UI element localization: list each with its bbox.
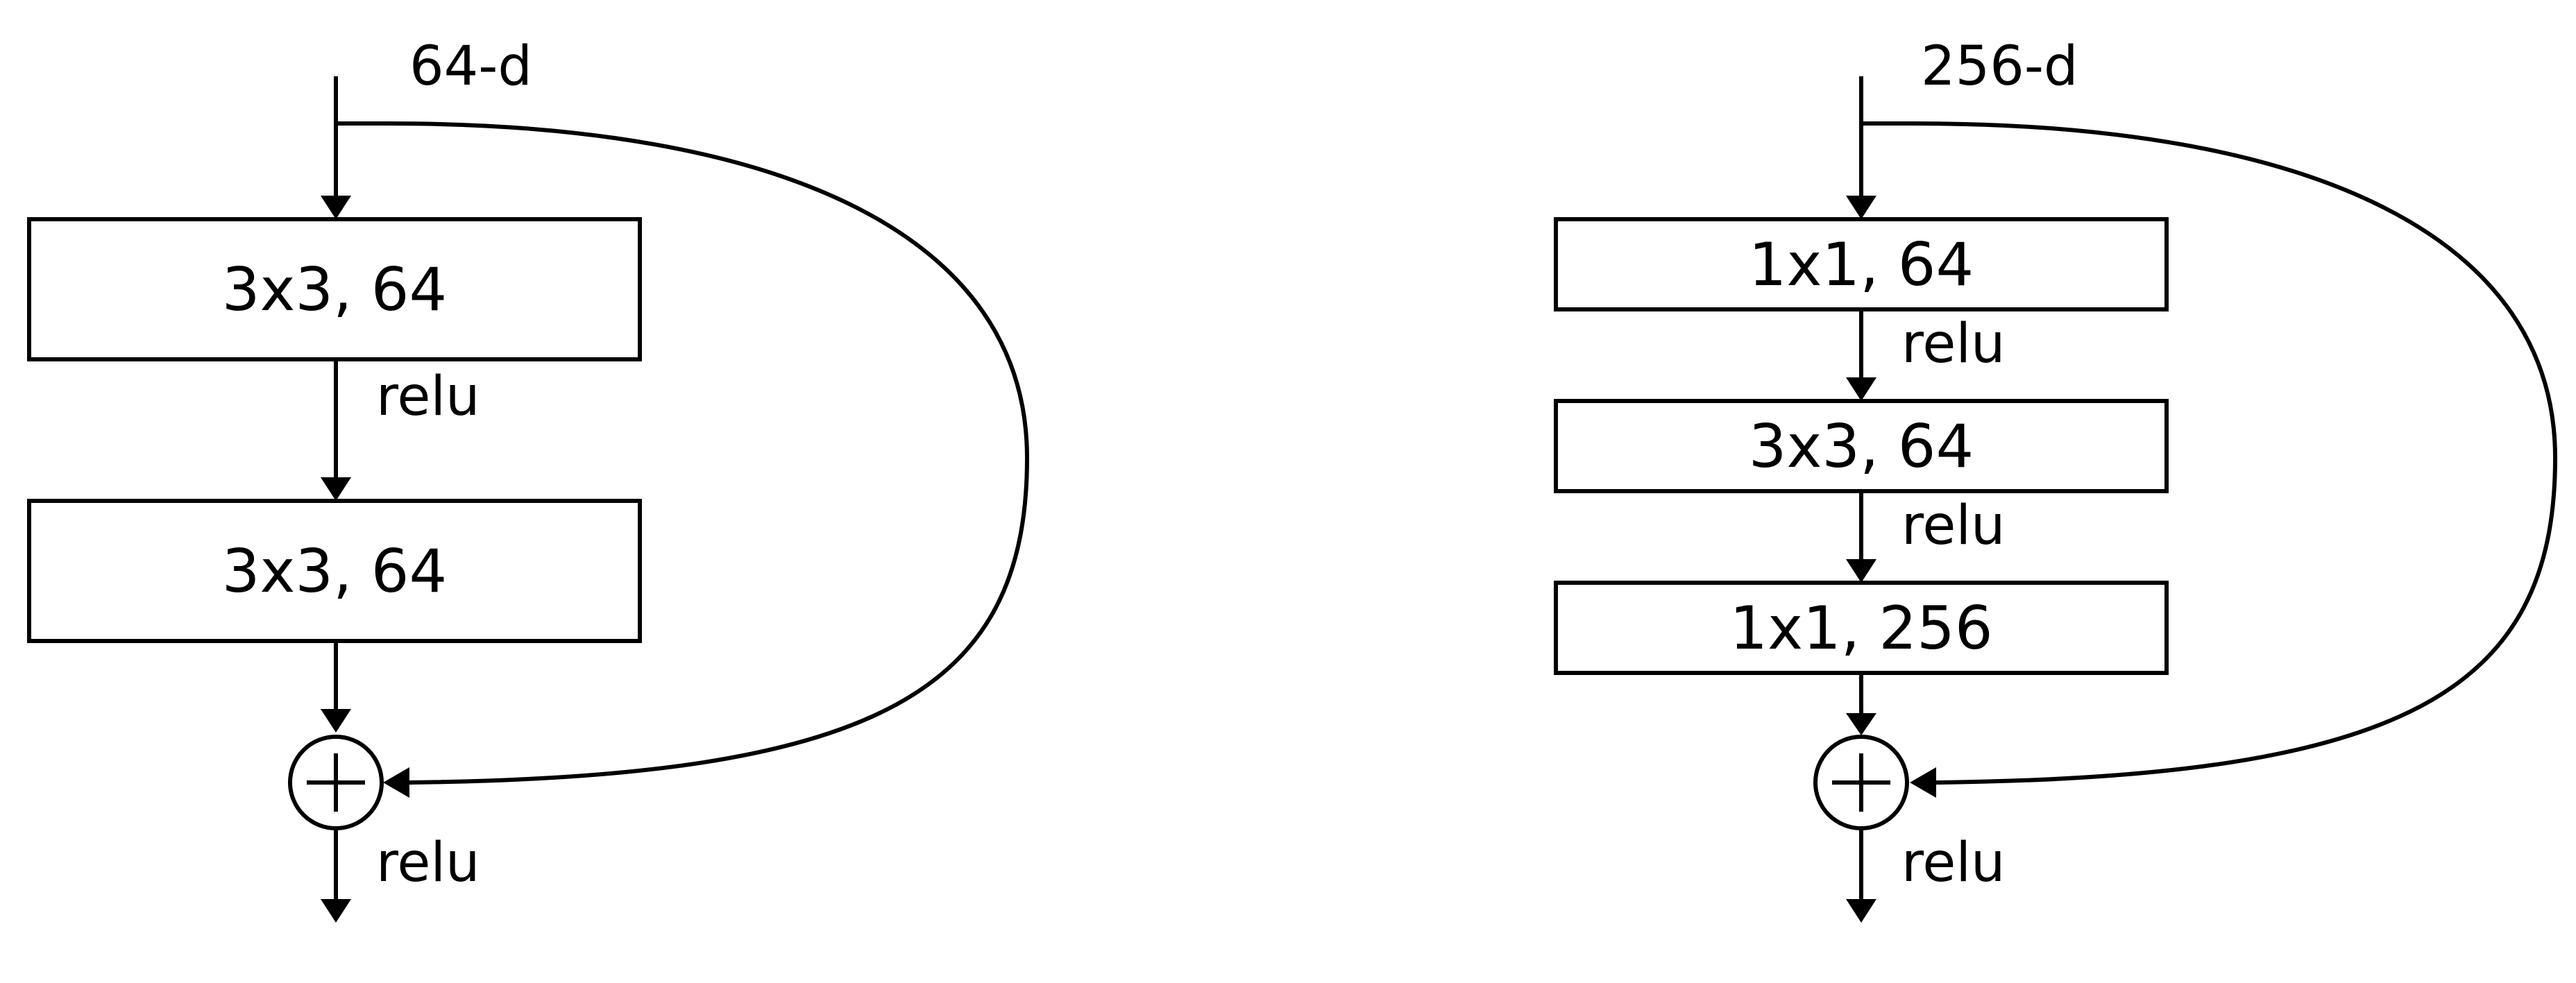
right-arrow-1-head xyxy=(1846,377,1876,401)
right-layer-box-1 xyxy=(1554,217,2169,311)
left-relu-1: relu xyxy=(376,366,480,428)
left-output-arrowhead xyxy=(321,899,351,923)
right-input-label: 256-d xyxy=(1921,35,2078,98)
left-relu-2: relu xyxy=(376,832,480,894)
right-layer-box-2 xyxy=(1554,399,2169,493)
right-relu-3: relu xyxy=(1901,832,2005,894)
left-layer-label-1: 3x3, 64 xyxy=(222,255,447,325)
right-bottleneck-block: 256-d 1x1, 64 relu 3x3, 64 relu 1x1, 256 xyxy=(1554,35,2558,923)
left-input-arrowhead xyxy=(321,196,351,219)
right-layer-label-2: 3x3, 64 xyxy=(1749,412,1974,481)
left-skip-connection xyxy=(336,121,1030,785)
right-relu-1: relu xyxy=(1901,313,2005,375)
right-skip-connection xyxy=(1861,121,2558,785)
right-add-node xyxy=(1813,735,1909,830)
right-arrow-3-head xyxy=(1846,713,1876,735)
right-relu-2: relu xyxy=(1901,495,2005,557)
left-arrow-1-head xyxy=(321,477,351,501)
right-output-arrowhead xyxy=(1846,899,1876,923)
left-input-label: 64-d xyxy=(409,35,532,98)
left-skip-arrowhead xyxy=(383,767,409,798)
left-add-node xyxy=(288,735,384,830)
left-layer-label-2: 3x3, 64 xyxy=(222,537,447,606)
right-layer-label-1: 1x1, 64 xyxy=(1749,230,1974,300)
left-layer-box-2 xyxy=(27,499,642,643)
right-layer-box-3 xyxy=(1554,581,2169,675)
left-residual-block: 64-d 3x3, 64 relu 3x3, 64 relu xyxy=(27,35,1030,923)
right-arrow-2-head xyxy=(1846,559,1876,583)
left-arrow-2-head xyxy=(321,709,351,733)
right-layer-label-3: 1x1, 256 xyxy=(1729,594,1992,663)
right-input-arrowhead xyxy=(1846,196,1876,219)
right-skip-arrowhead xyxy=(1910,767,1936,798)
